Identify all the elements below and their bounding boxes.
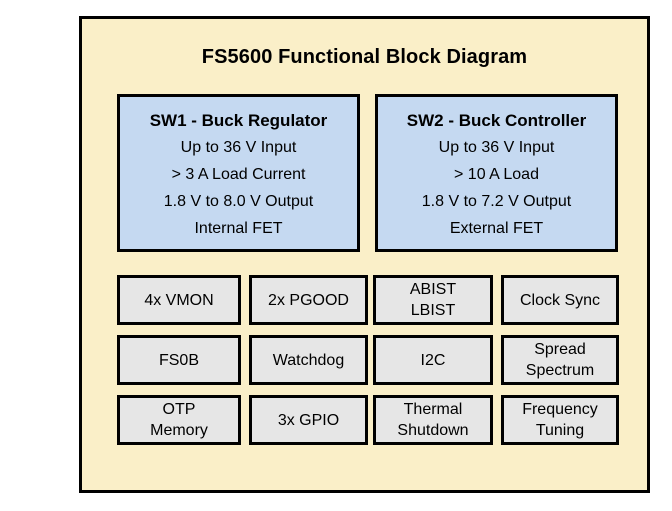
feature-block-3x-gpio-line-1: 3x GPIO — [277, 411, 340, 429]
feature-block-2x-pgood: 2x PGOOD — [249, 275, 368, 325]
feature-block-fs0b: FS0B — [117, 335, 241, 385]
switcher-block-sw1: SW1 - Buck Regulator Up to 36 V Input > … — [117, 94, 360, 252]
switcher-block-sw2-line-4: External FET — [449, 219, 544, 237]
feature-block-watchdog: Watchdog — [249, 335, 368, 385]
feature-block-4x-vmon-line-1: 4x VMON — [144, 291, 214, 309]
feature-block-frequency-tuning-line-2: Tuning — [535, 422, 585, 439]
switcher-block-sw2: SW2 - Buck Controller Up to 36 V Input >… — [375, 94, 618, 252]
switcher-block-sw2-title: SW2 - Buck Controller — [406, 110, 587, 130]
feature-block-abist-lbist-line-2: LBIST — [410, 302, 456, 319]
switcher-block-sw1-line-1: Up to 36 V Input — [180, 138, 297, 156]
page-title: FS5600 Functional Block Diagram — [201, 46, 528, 68]
feature-block-spread-spectrum-line-2: Spectrum — [525, 362, 595, 379]
feature-block-frequency-tuning-line-1: Frequency — [522, 401, 598, 418]
feature-block-4x-vmon: 4x VMON — [117, 275, 241, 325]
feature-block-fs0b-line-1: FS0B — [158, 351, 199, 369]
feature-block-abist-lbist-line-1: ABIST — [409, 281, 457, 298]
feature-block-3x-gpio: 3x GPIO — [249, 395, 368, 445]
switcher-block-sw2-line-2: > 10 A Load — [454, 165, 539, 183]
feature-block-thermal-shutdown-line-1: Thermal — [403, 401, 463, 418]
feature-block-otp-memory: OTP Memory — [117, 395, 241, 445]
block-diagram-panel: FS5600 Functional Block Diagram SW1 - Bu… — [79, 16, 650, 493]
feature-block-clock-sync-line-1: Clock Sync — [519, 291, 601, 309]
feature-block-spread-spectrum-line-1: Spread — [534, 341, 586, 358]
switcher-block-sw1-title: SW1 - Buck Regulator — [149, 110, 328, 130]
switcher-block-sw2-line-1: Up to 36 V Input — [438, 138, 555, 156]
switcher-block-sw1-line-4: Internal FET — [194, 219, 283, 237]
switcher-block-sw1-line-3: 1.8 V to 8.0 V Output — [163, 192, 314, 210]
feature-block-i2c-line-1: I2C — [420, 351, 446, 369]
feature-block-clock-sync: Clock Sync — [501, 275, 619, 325]
feature-block-thermal-shutdown-line-2: Shutdown — [397, 422, 469, 439]
feature-block-2x-pgood-line-1: 2x PGOOD — [268, 291, 349, 309]
switcher-block-sw2-line-3: 1.8 V to 7.2 V Output — [421, 192, 572, 210]
feature-block-otp-memory-line-1: OTP — [162, 401, 196, 418]
switcher-block-sw1-line-2: > 3 A Load Current — [171, 165, 306, 183]
feature-block-otp-memory-line-2: Memory — [150, 422, 208, 439]
feature-block-watchdog-line-1: Watchdog — [272, 351, 345, 369]
feature-block-abist-lbist: ABIST LBIST — [373, 275, 493, 325]
feature-block-i2c: I2C — [373, 335, 493, 385]
